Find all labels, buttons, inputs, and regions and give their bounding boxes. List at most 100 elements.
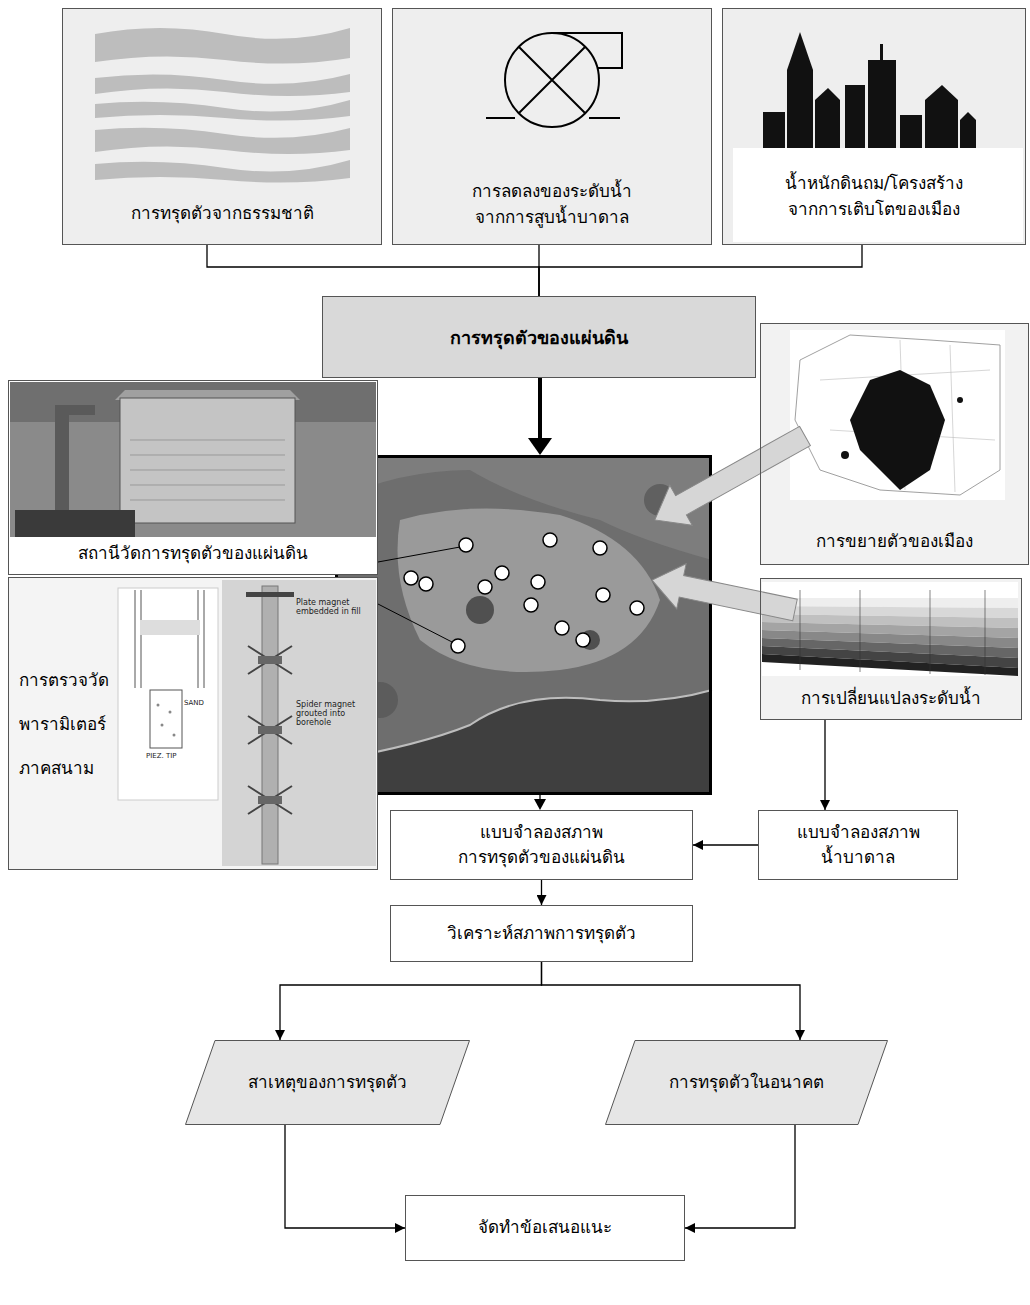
flow-connector xyxy=(541,880,542,905)
polygon-shape xyxy=(644,416,817,540)
rect-shape xyxy=(140,620,200,635)
line-shape xyxy=(378,604,452,642)
rect-shape xyxy=(55,405,95,415)
line-shape xyxy=(378,547,460,562)
rect-shape xyxy=(15,510,135,537)
path-shape xyxy=(130,440,285,500)
flow-arrows xyxy=(528,378,552,810)
path-shape xyxy=(335,690,712,760)
path-shape xyxy=(820,340,995,492)
flow-connector xyxy=(824,720,825,810)
path-shape xyxy=(519,47,585,113)
text-line: การตรวจวัด xyxy=(19,658,109,702)
path-shape xyxy=(335,690,712,795)
polygon-shape xyxy=(762,654,1018,676)
cause-box: น้ำหนักดินถม/โครงสร้าง จากการเติบโตของเม… xyxy=(722,8,1026,245)
model-box: แบบจำลองสภาพ น้ำบาดาล xyxy=(758,810,958,880)
circle-shape xyxy=(161,724,164,727)
circle-shape xyxy=(459,538,473,552)
circle-shape xyxy=(841,451,849,459)
polygon-shape xyxy=(528,438,552,455)
path-shape xyxy=(398,509,661,672)
g-shape xyxy=(486,33,622,127)
circle-shape xyxy=(157,704,160,707)
cause-box: การทรุดตัวจากธรรมชาติ xyxy=(62,8,382,245)
flow-connector xyxy=(542,962,801,1040)
process-box: วิเคราะห์สภาพการทรุดตัว xyxy=(390,905,693,962)
satellite-map xyxy=(335,455,712,795)
text-line: แบบจำลองสภาพ xyxy=(797,820,920,846)
text-line: น้ำหนักดินถม/โครงสร้าง xyxy=(785,171,964,197)
rect-shape xyxy=(150,690,182,748)
circle-shape xyxy=(630,601,644,615)
rect-shape xyxy=(222,580,376,866)
pump-symbol xyxy=(392,8,712,245)
box-text: น้ำหนักดินถม/โครงสร้าง จากการเติบโตของเม… xyxy=(785,171,964,222)
path-shape xyxy=(248,646,292,674)
box-text: การทรุดตัวจากธรรมชาติ xyxy=(131,201,314,227)
circle-shape xyxy=(593,541,607,555)
text-line: การลดลงของระดับน้ำ xyxy=(472,179,632,205)
circle-shape xyxy=(555,621,569,635)
rect-shape xyxy=(258,796,282,804)
process-box: จัดทำข้อเสนอแนะ xyxy=(405,1195,685,1261)
box-text: แบบจำลองสภาพ น้ำบาดาล xyxy=(797,820,920,871)
rect-shape xyxy=(10,382,376,537)
path-shape xyxy=(95,160,350,183)
box-text: การทรุดตัวในอนาคต xyxy=(669,1070,824,1096)
line-shape xyxy=(538,378,542,440)
flow-connector xyxy=(685,1125,795,1228)
rect-shape xyxy=(258,656,282,664)
polygon-shape xyxy=(815,88,840,148)
path-shape xyxy=(95,28,350,64)
rect-shape xyxy=(763,112,785,148)
rect-shape xyxy=(246,592,294,597)
circle-shape xyxy=(466,596,494,624)
rect-shape xyxy=(118,588,218,800)
path-shape xyxy=(800,590,985,675)
g-shape xyxy=(130,440,285,500)
polygon-shape xyxy=(647,558,799,633)
rect-shape xyxy=(337,457,711,794)
circle-shape xyxy=(596,588,610,602)
rect-shape xyxy=(722,8,1026,245)
text-line: จากการเติบโตของเมือง xyxy=(785,197,964,223)
flow-connector xyxy=(280,962,542,1040)
box-text: การเปลี่ยนแปลงระดับน้ำ xyxy=(801,686,981,712)
rect-shape xyxy=(868,60,896,148)
g-shape xyxy=(95,28,350,183)
rect-shape xyxy=(335,455,712,795)
rect-shape xyxy=(733,148,1023,242)
text-line: น้ำบาดาล xyxy=(797,845,920,871)
text-line: การทรุดตัวของแผ่นดิน xyxy=(458,845,625,871)
rect-shape xyxy=(762,582,1018,676)
g-shape xyxy=(763,32,976,148)
flow-connector xyxy=(693,844,758,845)
circle-shape xyxy=(576,633,590,647)
rect-shape xyxy=(790,330,1005,500)
city-skyline xyxy=(722,8,1026,245)
drawing-label: Plate magnet embedded in fill xyxy=(296,598,374,616)
rect-shape xyxy=(880,44,883,60)
box-text: จัดทำข้อเสนอแนะ xyxy=(478,1215,612,1241)
path-shape xyxy=(135,590,204,688)
circle-shape xyxy=(404,571,418,585)
rect-shape xyxy=(258,726,282,734)
rect-shape xyxy=(120,398,295,523)
rect-shape xyxy=(9,381,377,574)
rect-shape xyxy=(760,578,1022,720)
box-text: การลดลงของระดับน้ำ จากการสูบน้ำบาดาล xyxy=(472,179,632,230)
box-text: แบบจำลองสภาพ การทรุดตัวของแผ่นดิน xyxy=(458,820,625,871)
path-shape xyxy=(486,117,620,119)
rect-shape xyxy=(262,586,278,864)
parallelogram-outline xyxy=(606,1041,888,1125)
rect-shape xyxy=(8,577,378,870)
path-shape xyxy=(248,716,292,744)
flow-connector xyxy=(285,1125,405,1228)
leader-lines xyxy=(378,547,460,642)
text-line: จากการสูบน้ำบาดาล xyxy=(472,205,632,231)
section-box: การเปลี่ยนแปลงระดับน้ำ xyxy=(760,578,1022,720)
circle-shape xyxy=(957,397,963,403)
polygon-shape xyxy=(960,112,976,148)
